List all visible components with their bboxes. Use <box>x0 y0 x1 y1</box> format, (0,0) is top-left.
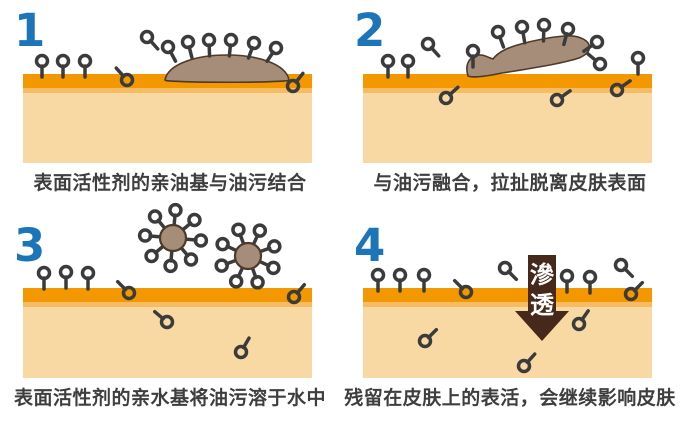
step-4-art: 滲 透 <box>363 255 652 378</box>
skin-layer <box>23 288 312 378</box>
step-3-art <box>23 202 312 378</box>
oil-micelle <box>137 202 209 274</box>
surfactant-molecules <box>370 257 645 374</box>
oil-micelle <box>214 222 282 290</box>
penetration-label-char-2: 透 <box>530 291 555 319</box>
penetration-label-char-1: 滲 <box>530 261 554 289</box>
surfactant-molecules <box>36 264 307 360</box>
surfactant-molecules <box>34 29 305 94</box>
surfactant-molecules <box>380 17 646 108</box>
skin-layer <box>363 74 652 163</box>
step-2-art <box>363 17 652 163</box>
step-1-art <box>23 29 312 163</box>
oil-blob <box>164 54 290 84</box>
skin-layer <box>363 288 652 378</box>
skin-layer <box>23 74 312 163</box>
oil-blob-lifting <box>466 35 591 78</box>
penetration-arrow: 滲 透 <box>515 255 569 341</box>
